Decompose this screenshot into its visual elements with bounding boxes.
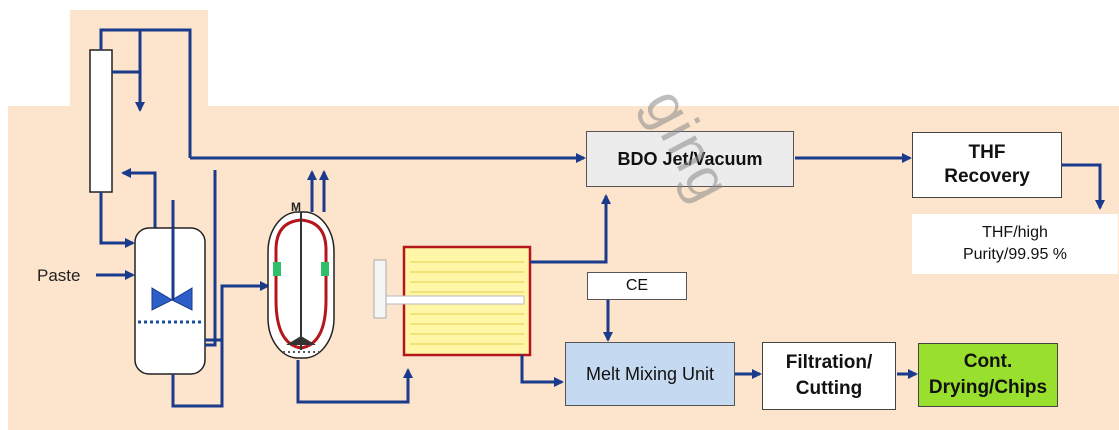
thf-output-label-line2: Purity/99.95 % [962, 246, 1068, 263]
ce-label: CE [625, 277, 649, 294]
reactor-to-prepoly-line [205, 281, 270, 342]
thf-recovery-box: THF Recovery [912, 132, 1062, 198]
reactor-agitator-blades [151, 287, 193, 311]
drying-label-line1: Cont. [963, 351, 1013, 372]
distillation-column [89, 49, 113, 193]
filtration-label-line2: Cutting [795, 378, 863, 399]
bdo-jet-vacuum-label: BDO Jet/Vacuum [617, 148, 763, 169]
agitator-motor-label: M [291, 200, 301, 214]
finisher-drive [373, 259, 387, 319]
thf-output-label-line1: THF/high [982, 224, 1048, 241]
thf-output-box: THF/high Purity/99.95 % [912, 214, 1118, 274]
melt-mixing-unit-label: Melt Mixing Unit [585, 363, 715, 384]
reactor-vent-line [205, 170, 217, 347]
finisher-vapor-line [530, 194, 611, 264]
melt-mixing-unit-box: Melt Mixing Unit [565, 342, 735, 406]
filtration-cutting-box: Filtration/ Cutting [762, 342, 896, 410]
reactor-vapor-to-column [121, 168, 157, 228]
prepoly-to-finisher-line [296, 360, 413, 404]
column-bottom-line [99, 192, 135, 248]
drying-label-line2: Drying/Chips [928, 377, 1048, 398]
prepolymerizer-jacket [274, 218, 328, 350]
finisher-product-line [520, 355, 564, 387]
paste-feed-label: Paste [37, 266, 81, 285]
finisher-disc-pattern [410, 261, 524, 345]
bdo-jet-vacuum-box: BDO Jet/Vacuum [586, 131, 794, 187]
filtration-label-line1: Filtration/ [785, 352, 873, 373]
finisher-shaft [381, 295, 525, 305]
reactor-bottom-line [171, 340, 224, 408]
drying-chips-box: Cont. Drying/Chips [918, 343, 1058, 407]
thf-recovery-label-line2: Recovery [944, 166, 1030, 187]
column-overhead-line [99, 28, 192, 158]
thf-output-line [1062, 163, 1105, 210]
thf-recovery-label-line1: THF [968, 142, 1006, 163]
ce-box: CE [587, 272, 687, 300]
